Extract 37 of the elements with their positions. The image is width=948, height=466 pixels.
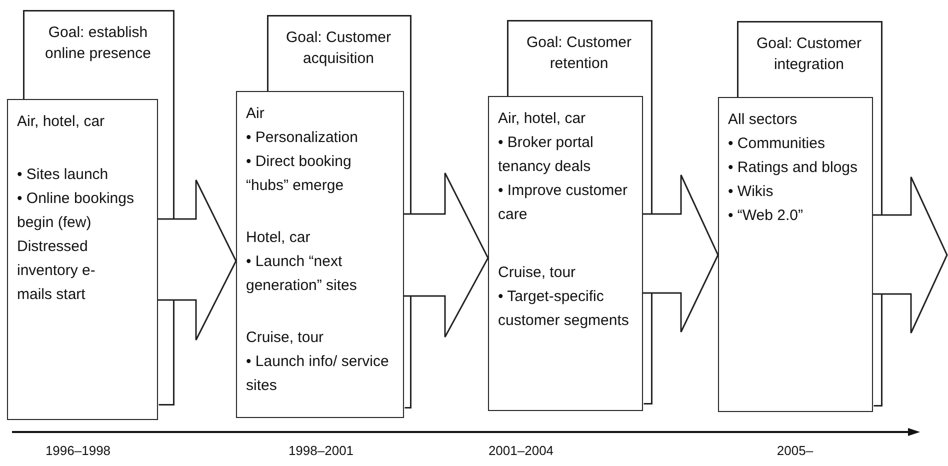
sector-heading: Air, hotel, car [498,109,586,129]
bullet-text: • Communities [728,134,825,154]
bullet-text: • “Web 2.0” [728,206,803,226]
bullet-text: • Online bookings begin (few) [17,189,135,233]
bullet-text: • Personalization [246,128,358,148]
block-arrow [642,174,719,333]
sector-heading: Air, hotel, car [17,112,105,132]
stage-box [718,97,873,412]
bullet-text: • Target-specific customer segments [498,287,630,331]
sector-heading: Cruise, tour [498,263,576,283]
block-arrow [872,176,948,334]
sector-heading: Cruise, tour [246,328,324,348]
year-label: 1998–2001 [287,443,355,458]
bullet-text: • Launch info/ service sites [246,352,390,396]
year-label: 2005– [776,443,814,458]
bullet-text: • Launch “next generation” sites [246,252,358,296]
bullet-text: • Broker portal tenancy deals [498,133,594,177]
sector-heading: Air [246,104,264,124]
bullet-text: • Wikis [728,182,774,202]
year-label: 1996–1998 [44,443,112,458]
goal-text: Goal: Customer retention [525,33,633,74]
sector-heading: Distressed inventory e-mails start [17,237,96,305]
stage-box [7,99,158,420]
block-arrow [403,172,489,338]
goal-text: Goal: Customer acquisition [284,28,392,69]
goal-text: Goal: Customer integration [755,34,863,75]
goal-text: Goal: establish online presence [44,23,152,64]
sector-heading: Hotel, car [246,228,310,248]
stage-box [488,96,643,411]
sector-heading: All sectors [728,110,798,130]
block-arrow [157,179,237,341]
bullet-text: • Sites launch [17,165,108,185]
bullet-text: • Ratings and blogs [728,158,858,178]
year-label: 2001–2004 [487,443,555,458]
bullet-text: • Direct booking “hubs” emerge [246,152,352,196]
stage-box [236,91,404,418]
bullet-text: • Improve customer care [498,181,628,225]
